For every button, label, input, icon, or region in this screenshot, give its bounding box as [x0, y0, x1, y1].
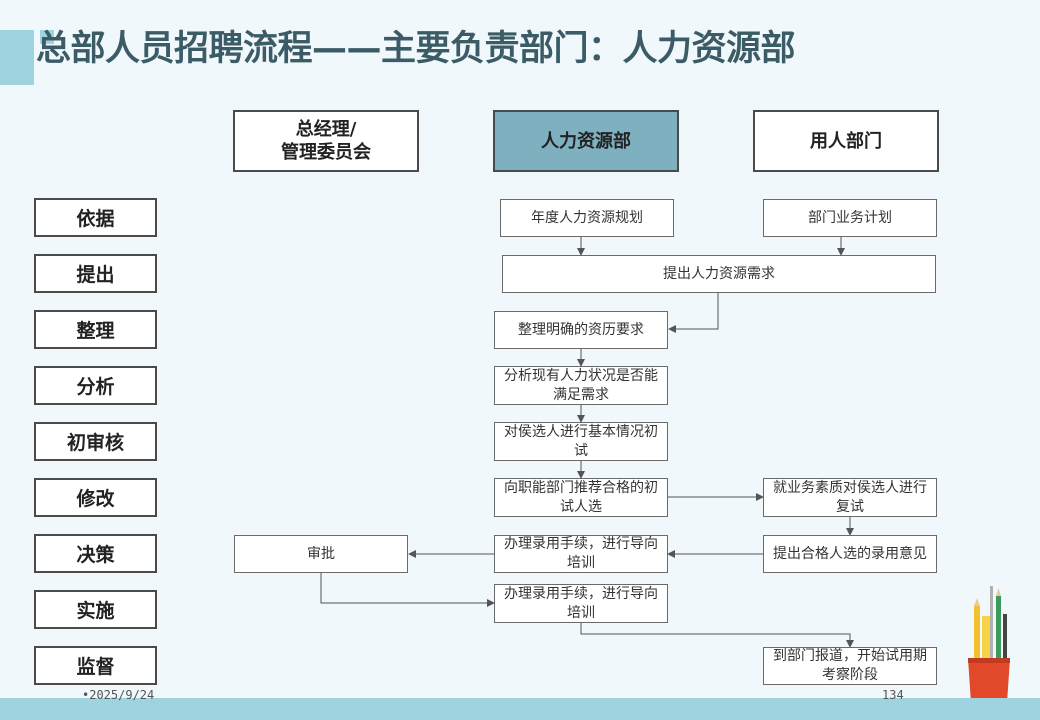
- step-dept-plan: 部门业务计划: [763, 199, 937, 237]
- arrow-propose-to-organize: [668, 293, 719, 333]
- stage-label: 决策: [34, 534, 157, 573]
- footer-date: •2025/9/24: [82, 688, 154, 702]
- stage-label: 监督: [34, 646, 157, 685]
- accent-square: [0, 30, 34, 85]
- stage-label: 分析: [34, 366, 157, 405]
- page-number: 134: [882, 688, 904, 702]
- footer-date-text: 2025/9/24: [89, 688, 155, 702]
- stage-label: 修改: [34, 478, 157, 517]
- arrow-approve-to-handle2: [320, 573, 495, 607]
- pencil-cup-illustration: [968, 586, 1010, 718]
- column-header-hr: 人力资源部: [493, 110, 679, 172]
- column-header-dept: 用人部门: [753, 110, 939, 172]
- step-approve: 审批: [234, 535, 408, 573]
- step-handle-2: 办理录用手续，进行导向培训: [494, 584, 668, 623]
- step-hr-plan: 年度人力资源规划: [500, 199, 674, 237]
- step-propose: 提出人力资源需求: [502, 255, 936, 293]
- step-screen: 对侯选人进行基本情况初试: [494, 422, 668, 461]
- bullet-icon: •: [82, 688, 90, 702]
- stage-label: 依据: [34, 198, 157, 237]
- stage-label: 整理: [34, 310, 157, 349]
- step-probation: 到部门报道，开始试用期考察阶段: [763, 647, 937, 685]
- step-retest: 就业务素质对侯选人进行复试: [763, 478, 937, 517]
- arrow-handle2-to-probation: [580, 623, 854, 648]
- step-analyze: 分析现有人力状况是否能满足需求: [494, 366, 668, 405]
- page-title: 总部人员招聘流程——主要负责部门：人力资源部: [36, 29, 796, 69]
- stage-label: 实施: [34, 590, 157, 629]
- step-recommend: 向职能部门推荐合格的初试人选: [494, 478, 668, 517]
- stage-label: 提出: [34, 254, 157, 293]
- footer-bar: [0, 698, 1040, 720]
- step-handle-1: 办理录用手续，进行导向培训: [494, 535, 668, 573]
- step-organize: 整理明确的资历要求: [494, 311, 668, 349]
- stage-label: 初审核: [34, 422, 157, 461]
- accent-square-small: [40, 30, 54, 44]
- column-header-gm: 总经理/ 管理委员会: [233, 110, 419, 172]
- step-opinion: 提出合格人选的录用意见: [763, 535, 937, 573]
